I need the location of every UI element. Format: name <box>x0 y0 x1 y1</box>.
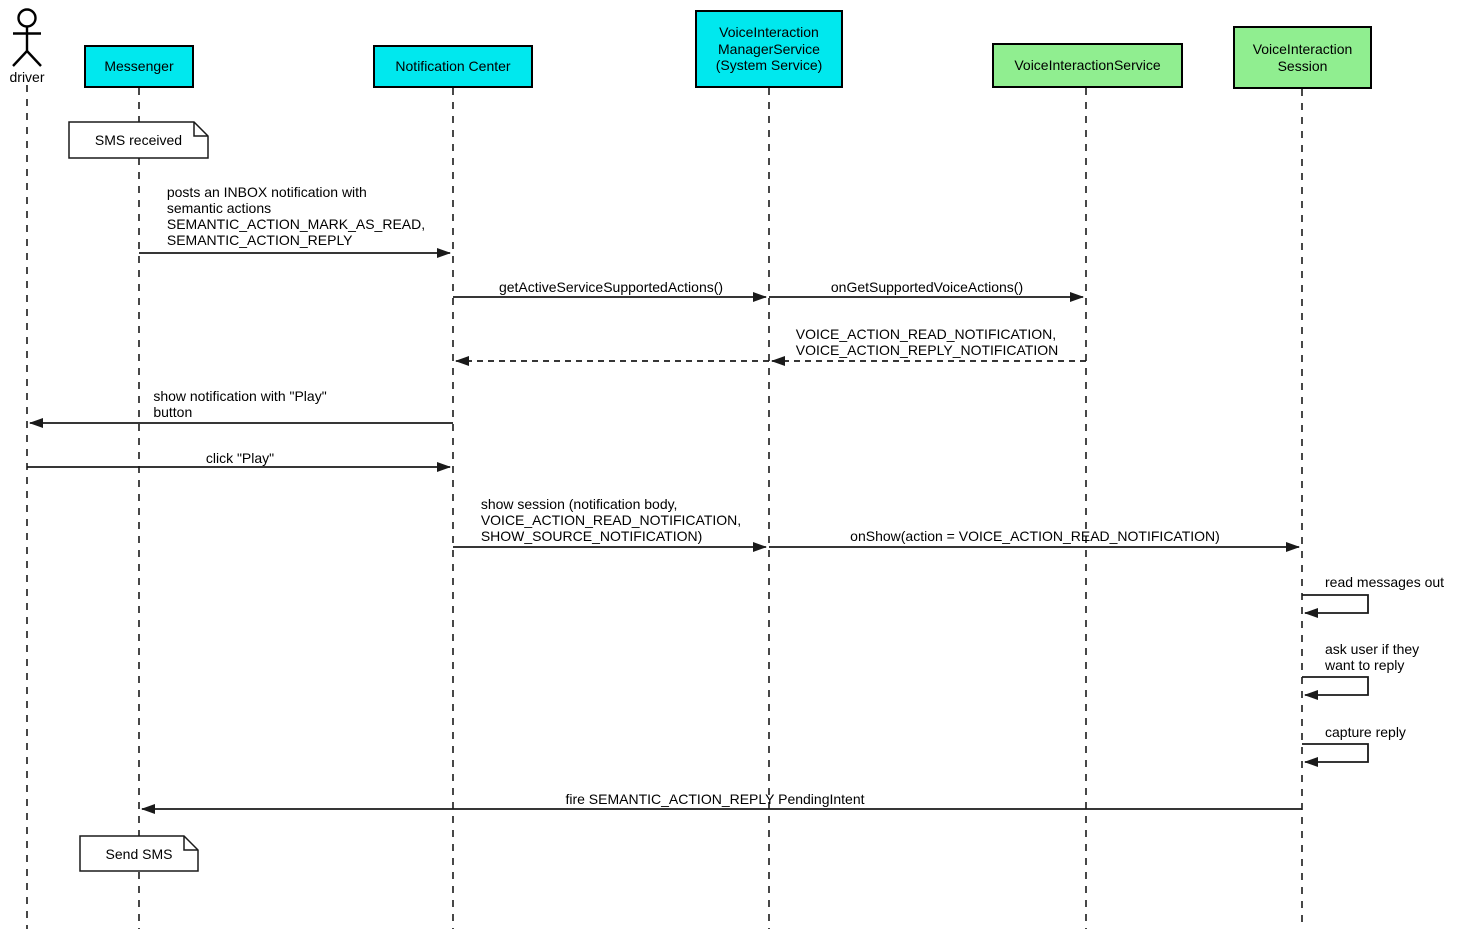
self-message-arrow-capture-reply <box>1302 743 1369 767</box>
lifelines <box>26 85 1303 929</box>
self-message-arrow-read-messages-out <box>1302 594 1369 618</box>
message-label-on-show: onShow(action = VOICE_ACTION_READ_NOTIFI… <box>850 528 1220 544</box>
note-fold-icon <box>183 836 198 851</box>
actor-label-driver: driver <box>9 69 45 85</box>
actor-icon <box>12 8 42 67</box>
message-label-fire-semantic-action-reply: fire SEMANTIC_ACTION_REPLY PendingIntent <box>565 791 865 807</box>
note-send-sms: Send SMS <box>105 845 173 862</box>
message-label-click-play: click "Play" <box>205 450 275 466</box>
message-label-read-messages-out: read messages out <box>1325 574 1445 590</box>
note-shape-send-sms <box>79 835 199 872</box>
participant-voiceinteraction-session: VoiceInteraction Session <box>1233 26 1372 89</box>
message-label-get-active-service-supported-actions: getActiveServiceSupportedActions() <box>498 279 724 295</box>
message-label-on-get-supported-voice-actions: onGetSupportedVoiceActions() <box>830 279 1024 295</box>
participant-voiceinteractionservice: VoiceInteractionService <box>992 43 1183 88</box>
message-label-capture-reply: capture reply <box>1325 724 1406 740</box>
message-label-ask-user-reply: ask user if they want to reply <box>1325 641 1420 673</box>
participant-notification-center: Notification Center <box>373 45 533 88</box>
self-message-arrow-ask-user-reply <box>1302 676 1369 700</box>
note-shape-sms-received <box>68 121 209 159</box>
message-label-show-session: show session (notification body, VOICE_A… <box>480 496 742 544</box>
message-label-show-notification-play: show notification with "Play" button <box>153 388 327 420</box>
message-label-posts-inbox-notification: posts an INBOX notification with semanti… <box>166 184 426 248</box>
message-label-voice-action-notifications: VOICE_ACTION_READ_NOTIFICATION, VOICE_AC… <box>795 326 1059 358</box>
note-fold-icon <box>193 122 208 137</box>
participant-messenger: Messenger <box>84 45 194 88</box>
note-sms-received: SMS received <box>94 132 183 148</box>
participant-voiceinteraction-managerservice: VoiceInteraction ManagerService (System … <box>695 10 843 88</box>
